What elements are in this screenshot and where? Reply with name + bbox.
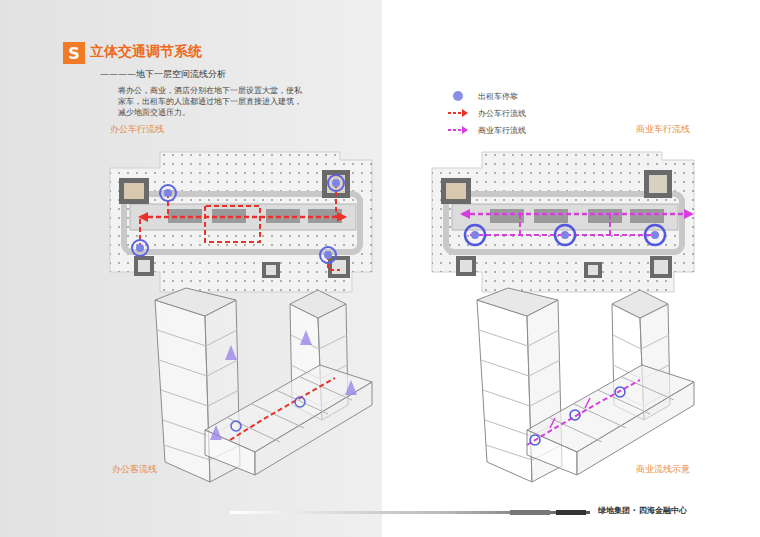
- office-plan: [110, 152, 372, 292]
- legend-entry: 出租车停靠: [446, 90, 518, 102]
- legend-line-sample: [446, 107, 470, 119]
- drawing-part: [231, 397, 305, 431]
- drawing-part: [465, 225, 485, 245]
- legend-swatch: [453, 91, 463, 101]
- drawing-part: [230, 378, 335, 440]
- drawing-part: [651, 231, 659, 239]
- office-3d: [155, 288, 372, 482]
- drawing-part: [328, 175, 344, 191]
- page-title: 立体交通调节系统: [90, 42, 202, 61]
- legend-text: 办公车行流线: [478, 108, 526, 119]
- drawing-part: [164, 189, 172, 197]
- drawing-part: [570, 410, 580, 420]
- drawing-part: [132, 240, 148, 256]
- drawing-part: [136, 179, 340, 259]
- footer-bar: [230, 510, 590, 515]
- drawing-part: [615, 387, 625, 397]
- drawing-part: [550, 398, 590, 428]
- commerce-3d: [477, 288, 694, 482]
- drawing-part: [471, 231, 479, 239]
- commerce-plan: [432, 152, 694, 292]
- section-badge: S: [63, 42, 85, 64]
- drawing-part: [432, 152, 694, 292]
- drawing-part: [477, 288, 694, 482]
- drawing-part: [136, 244, 144, 252]
- drawing-part: [210, 425, 222, 440]
- drawing-part: [561, 231, 569, 239]
- plan-label: 商业车行流线: [636, 123, 690, 135]
- badge-letter: S: [68, 44, 80, 63]
- drawing-part: [324, 251, 332, 259]
- drawing-part: [230, 511, 590, 514]
- drawing-part: [320, 247, 336, 263]
- legend-arrowhead: [462, 126, 468, 134]
- drawing-part: [556, 510, 586, 515]
- drawing-part: [295, 397, 305, 407]
- subtitle: ————地下一层空间流线分析: [100, 68, 226, 80]
- legend-line-sample: [446, 124, 470, 136]
- drawing-part: [530, 387, 625, 445]
- left-panel: [0, 0, 382, 537]
- drawing-part: [345, 380, 357, 395]
- drawing-part: [530, 435, 540, 445]
- view-label: 商业流线示意: [636, 463, 690, 475]
- plan-label: 办公车行流线: [110, 123, 164, 135]
- footer-text: 绿地集团 · 四海金融中心: [598, 506, 687, 517]
- drawing-part: [160, 185, 176, 201]
- drawing-part: [555, 225, 575, 245]
- legend-line: [448, 112, 462, 114]
- legend-entry: 商业车行流线: [446, 124, 526, 136]
- drawing-part: [155, 288, 372, 482]
- drawing-part: [110, 152, 372, 292]
- drawing-part: [132, 175, 344, 263]
- drawing-part: [332, 179, 340, 187]
- legend-line: [448, 129, 462, 131]
- legend-arrowhead: [462, 109, 468, 117]
- drawing-part: [140, 183, 340, 270]
- drawing-part: [465, 225, 665, 245]
- drawing-part: [140, 216, 345, 219]
- legend-text: 出租车停靠: [478, 91, 518, 102]
- drawing-part: [471, 231, 659, 239]
- drawing-part: [300, 330, 312, 345]
- view-label: 办公客流线: [112, 463, 157, 475]
- description: 将办公，商业，酒店分别在地下一层设置大堂，使私家车，出租车的人流都通过地下一层直…: [118, 86, 308, 118]
- drawing-part: [527, 380, 640, 445]
- legend-entry: 办公车行流线: [446, 107, 526, 119]
- drawing-part: [645, 225, 665, 245]
- drawing-part: [462, 213, 692, 216]
- drawing-part: [225, 345, 237, 360]
- drawing-part: [231, 421, 241, 431]
- drawing-part: [510, 510, 550, 515]
- drawing-part: [210, 330, 357, 440]
- legend-text: 商业车行流线: [478, 125, 526, 136]
